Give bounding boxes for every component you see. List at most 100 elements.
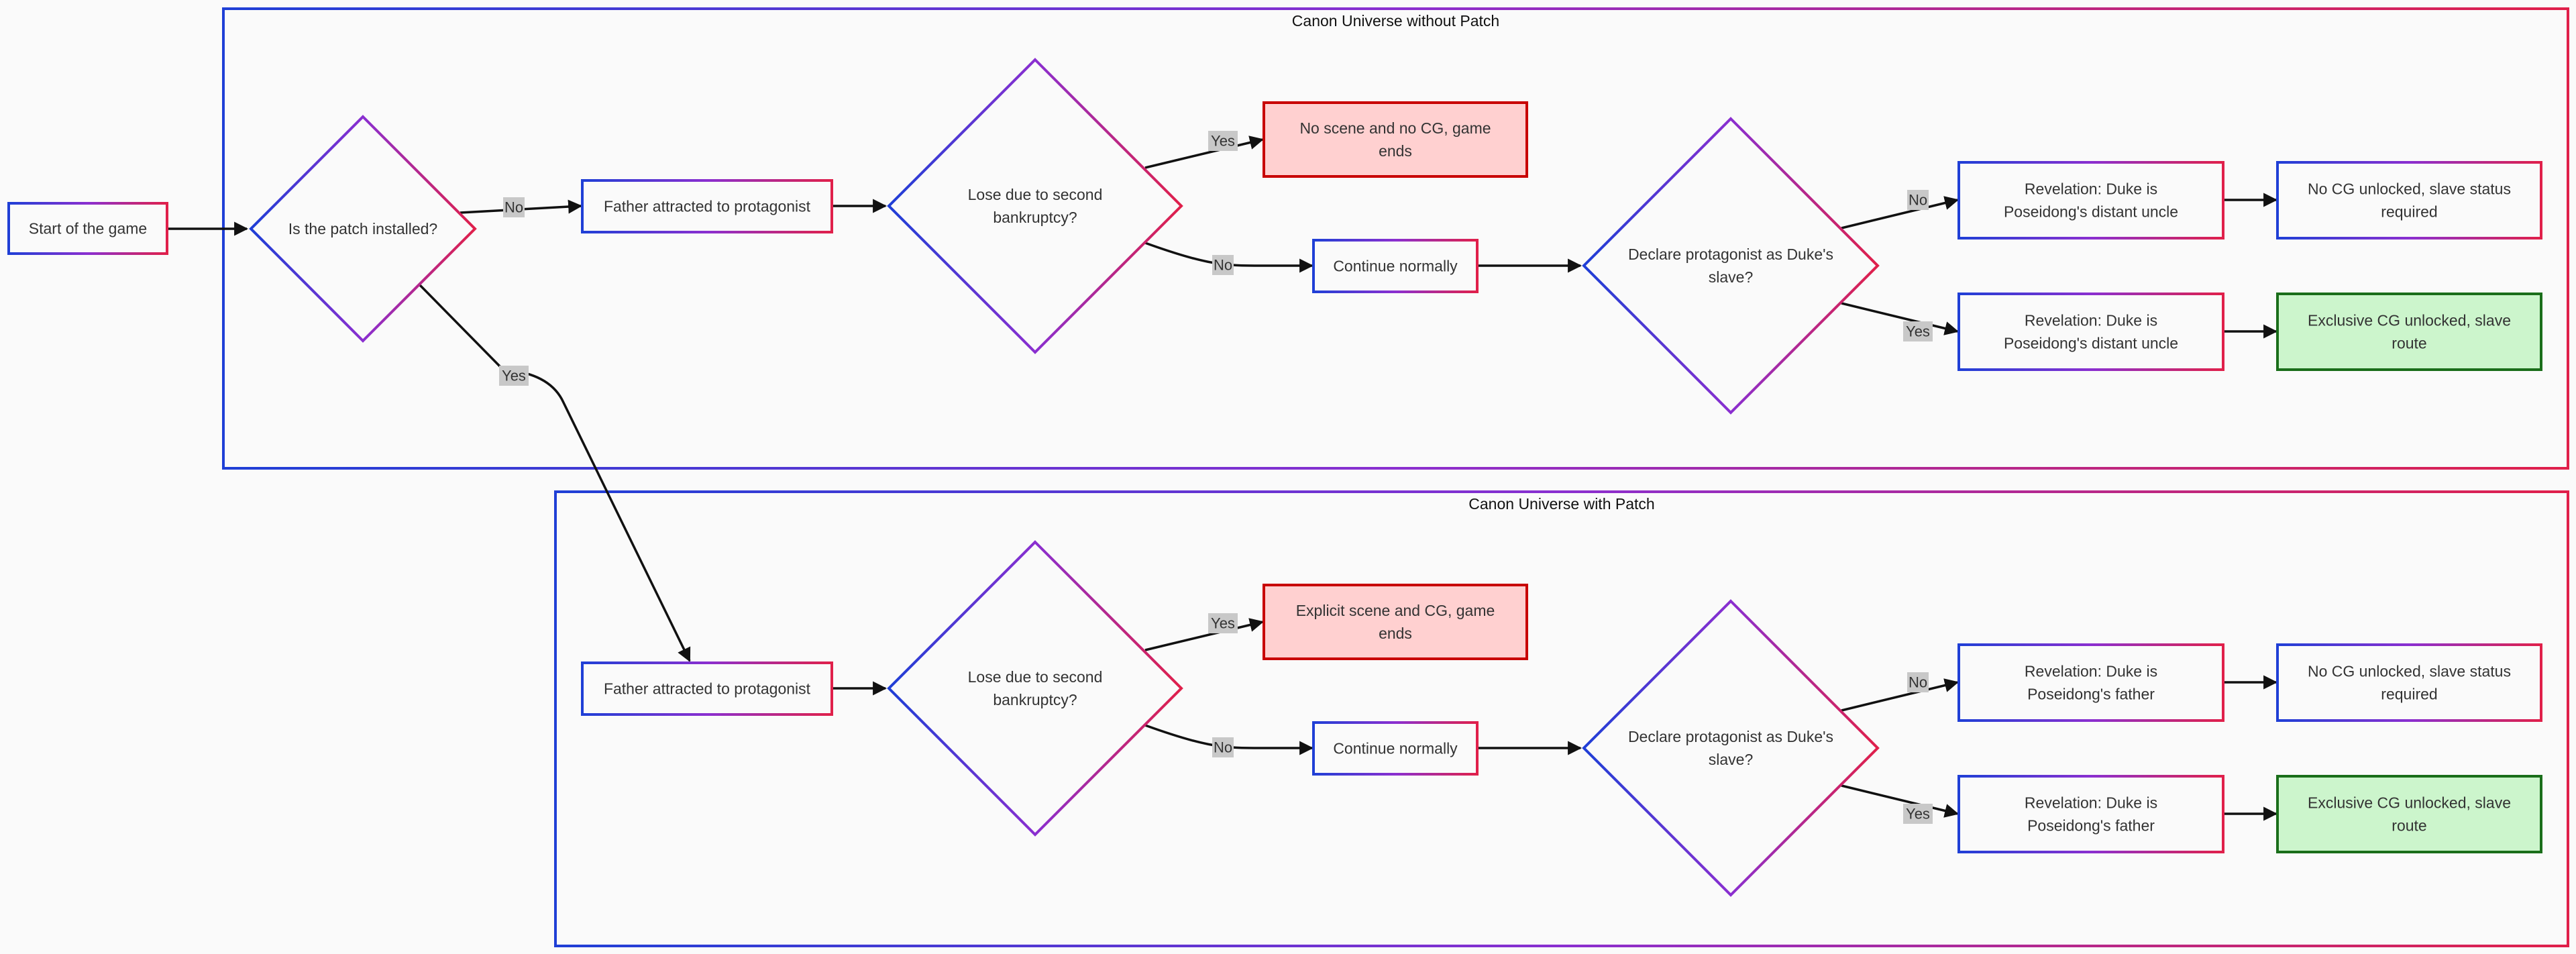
node-lose-ending-2-box bbox=[1263, 584, 1528, 660]
node-revelation-yes-2-box bbox=[1957, 775, 2224, 853]
edge-declare-no-2 bbox=[1841, 678, 1960, 712]
edge-lose-yes-1 bbox=[1144, 136, 1265, 169]
node-father-attracted-1: Father attracted to protagonist bbox=[581, 179, 833, 233]
node-continue-2: Continue normally bbox=[1312, 721, 1479, 776]
edge-label-declare-no-2-text: No bbox=[1909, 674, 1927, 691]
edge-label-lose-no-1-bg bbox=[1212, 255, 1234, 275]
node-start-label: Start of the game bbox=[29, 220, 147, 237]
edge-label-lose-yes-2-bg bbox=[1208, 613, 1238, 633]
node-start-box bbox=[7, 202, 168, 255]
node-lose-ending-1-box bbox=[1263, 101, 1528, 178]
node-continue-1-label: Continue normally bbox=[1333, 258, 1458, 275]
edge-label-lose-no-2-bg bbox=[1212, 737, 1234, 757]
edge-label-lose-yes-2: Yes bbox=[1208, 613, 1238, 633]
edge-label-declare-yes-2: Yes bbox=[1903, 804, 1933, 824]
edge-label-declare-no-2-bg bbox=[1907, 672, 1929, 692]
node-declare-question-2-shape bbox=[1582, 599, 1880, 897]
edge-lose-no-1 bbox=[1144, 242, 1314, 273]
node-father-attracted-2: Father attracted to protagonist bbox=[581, 661, 833, 716]
node-continue-1-box bbox=[1312, 239, 1479, 293]
node-father-attracted-1-box bbox=[581, 179, 833, 233]
edge-label-patch-no: No bbox=[503, 197, 525, 217]
edge-label-declare-yes-1-text: Yes bbox=[1906, 323, 1930, 340]
edge-declare-no-1 bbox=[1841, 196, 1960, 229]
edge-label-declare-no-1-bg bbox=[1907, 190, 1929, 210]
edge-label-patch-yes: Yes bbox=[499, 366, 529, 386]
cluster-with-patch: Canon Universe with Patch bbox=[554, 490, 2569, 947]
node-father-attracted-1-label: Father attracted to protagonist bbox=[604, 198, 811, 215]
edge-declare-yes-1 bbox=[1841, 302, 1960, 335]
edge-label-lose-no-1-text: No bbox=[1214, 257, 1232, 274]
node-continue-2-box bbox=[1312, 721, 1479, 776]
edge-label-patch-no-text: No bbox=[504, 199, 523, 216]
node-outcome-yes-1-box bbox=[2276, 293, 2542, 371]
node-continue-2-label: Continue normally bbox=[1333, 740, 1458, 757]
node-revelation-yes-1-box bbox=[1957, 293, 2224, 371]
node-lose-question-2-shape bbox=[887, 540, 1183, 837]
edge-label-declare-no-1-text: No bbox=[1909, 192, 1927, 209]
cluster-with-patch-title: Canon Universe with Patch bbox=[1468, 495, 1654, 513]
edge-lose-no-2 bbox=[1144, 724, 1314, 755]
node-patch-question: Is the patch installed? bbox=[249, 115, 477, 343]
edge-label-lose-no-1: No bbox=[1212, 255, 1234, 275]
cluster-without-patch-border bbox=[222, 7, 2569, 470]
edge-label-declare-yes-1: Yes bbox=[1903, 321, 1933, 341]
edge-label-patch-yes-text: Yes bbox=[502, 368, 526, 384]
edge-label-declare-no-2: No bbox=[1907, 672, 1929, 692]
edge-lose-yes-2 bbox=[1144, 618, 1265, 651]
cluster-without-patch: Canon Universe without Patch bbox=[222, 7, 2569, 470]
edge-label-declare-yes-2-text: Yes bbox=[1906, 806, 1930, 823]
cluster-without-patch-title: Canon Universe without Patch bbox=[1292, 12, 1499, 30]
edge-label-patch-no-bg bbox=[503, 197, 525, 217]
edge-label-lose-no-2: No bbox=[1212, 737, 1234, 757]
node-father-attracted-2-label: Father attracted to protagonist bbox=[604, 680, 811, 698]
cluster-with-patch-border bbox=[554, 490, 2569, 947]
edge-label-patch-yes-bg bbox=[499, 366, 529, 386]
edge-declare-yes-2 bbox=[1841, 784, 1960, 818]
node-outcome-yes-2-box bbox=[2276, 775, 2542, 853]
node-continue-1: Continue normally bbox=[1312, 239, 1479, 293]
edge-label-lose-no-2-text: No bbox=[1214, 739, 1232, 756]
node-patch-question-label: Is the patch installed? bbox=[288, 220, 437, 237]
node-father-attracted-2-box bbox=[581, 661, 833, 716]
node-revelation-no-1-box bbox=[1957, 161, 2224, 240]
edge-label-declare-no-1: No bbox=[1907, 190, 1929, 210]
edge-label-declare-yes-2-bg bbox=[1903, 804, 1933, 824]
node-outcome-no-2-box bbox=[2276, 643, 2542, 722]
edge-label-lose-yes-2-text: Yes bbox=[1211, 615, 1235, 632]
node-start: Start of the game bbox=[7, 202, 168, 255]
node-lose-question-1-shape bbox=[887, 58, 1183, 354]
node-patch-question-shape bbox=[249, 115, 477, 343]
edge-label-lose-yes-1-bg bbox=[1208, 131, 1238, 151]
node-declare-question-1-shape bbox=[1582, 117, 1880, 415]
node-outcome-no-1-box bbox=[2276, 161, 2542, 240]
node-revelation-no-2-box bbox=[1957, 643, 2224, 722]
edge-label-declare-yes-1-bg bbox=[1903, 321, 1933, 341]
edge-label-lose-yes-1-text: Yes bbox=[1211, 133, 1235, 150]
